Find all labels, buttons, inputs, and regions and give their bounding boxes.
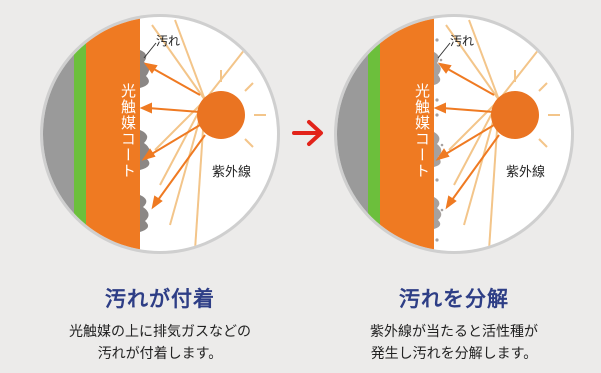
substrate-layer	[337, 17, 368, 251]
panel-title: 汚れを分解	[399, 287, 509, 311]
panel-dirt-decomposition: 光触媒コート 汚れ 紫外線 汚れを分解 紫外線が当たると活性種が 発生し汚れを分…	[334, 0, 574, 373]
panel-description: 光触媒の上に排気ガスなどの 汚れが付着します。	[20, 321, 300, 365]
desc-line-2: 発生し汚れを分解します。	[370, 346, 538, 362]
base-layer	[368, 17, 380, 251]
coat-label: 光触媒コート	[413, 83, 431, 179]
panel-title: 汚れが付着	[105, 287, 215, 311]
desc-line-1: 紫外線が当たると活性種が	[370, 324, 538, 340]
dirt-decomposition-diagram	[334, 14, 574, 254]
dirt-adhesion-diagram	[40, 14, 280, 254]
decomposing-dirt	[434, 52, 442, 229]
sun-icon	[491, 91, 539, 139]
desc-line-2: 汚れが付着します。	[97, 346, 223, 362]
uv-label: 紫外線	[506, 165, 546, 180]
photocatalyst-coat	[380, 17, 434, 251]
substrate-layer	[43, 17, 74, 251]
base-layer	[74, 17, 86, 251]
coat-label: 光触媒コート	[119, 83, 137, 179]
right-arrow-icon	[292, 120, 323, 146]
sun-icon	[197, 91, 245, 139]
panel-description: 紫外線が当たると活性種が 発生し汚れを分解します。	[314, 321, 594, 365]
panel-dirt-adhesion: 光触媒コート 汚れ 紫外線 汚れが付着 光触媒の上に排気ガスなどの 汚れが付着し…	[40, 0, 280, 373]
uv-arrows	[433, 62, 500, 210]
dirt-label: 汚れ	[156, 34, 181, 48]
active-species	[435, 38, 444, 242]
desc-line-1: 光触媒の上に排気ガスなどの	[69, 324, 251, 340]
photocatalyst-coat	[86, 17, 140, 251]
dirt-label: 汚れ	[450, 34, 475, 48]
uv-label: 紫外線	[212, 165, 252, 180]
uv-arrows	[139, 62, 206, 210]
